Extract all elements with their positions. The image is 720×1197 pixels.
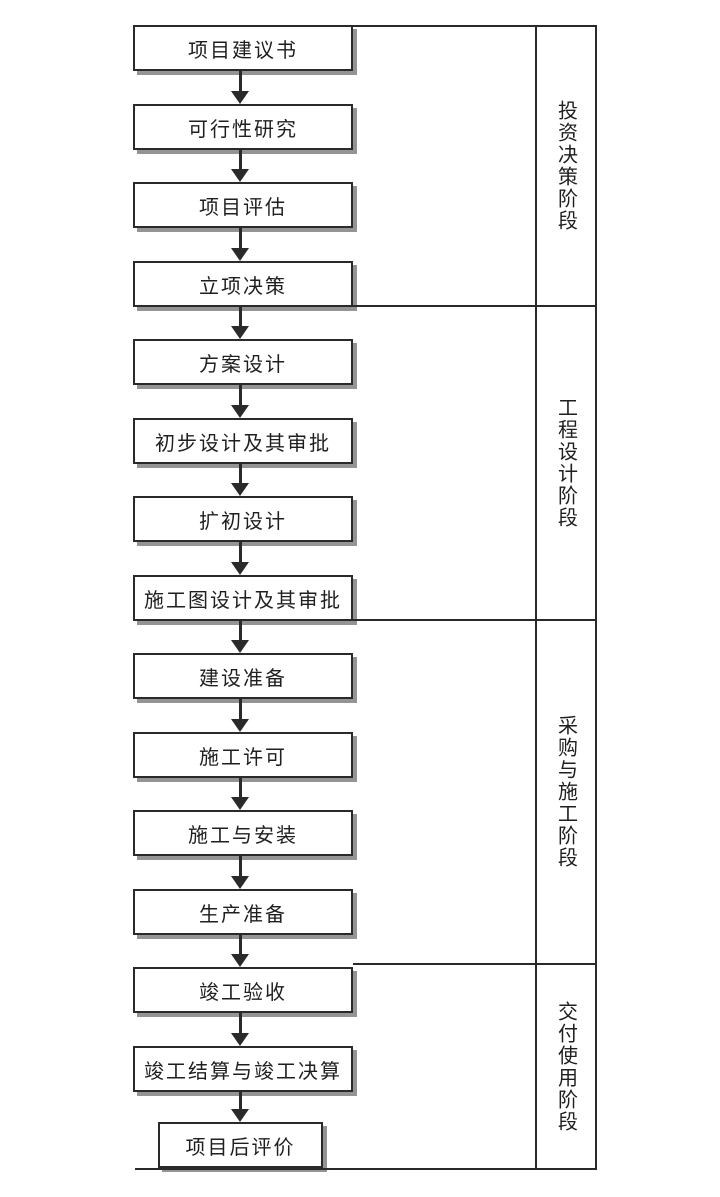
arrow-shaft <box>238 935 242 957</box>
phase-label: 工程设计阶段 <box>554 397 577 529</box>
flow-step-construction-permit: 施工许可 <box>133 732 353 778</box>
down-arrow-icon <box>231 856 249 889</box>
down-arrow-icon <box>231 150 249 182</box>
flow-step-label: 项目建议书 <box>188 39 298 62</box>
flow-step-label: 立项决策 <box>199 275 287 298</box>
arrow-head <box>231 954 249 967</box>
flow-step-label: 扩初设计 <box>199 510 287 533</box>
flow-step-post-project-evaluation: 项目后评价 <box>158 1122 323 1168</box>
down-arrow-icon <box>231 542 249 575</box>
flow-step-label: 初步设计及其审批 <box>155 432 331 455</box>
flow-step-project-proposal: 项目建议书 <box>133 25 353 71</box>
down-arrow-icon <box>231 621 249 653</box>
phase-column: 投资决策阶段 工程设计阶段 采购与施工阶段 交付使用阶段 <box>535 25 597 1170</box>
down-arrow-icon <box>231 1013 249 1046</box>
flow-step-label: 竣工结算与竣工决算 <box>144 1060 342 1083</box>
phase-handover-use: 交付使用阶段 <box>537 965 595 1168</box>
section-divider-line <box>353 25 535 27</box>
arrow-head <box>231 1109 249 1122</box>
down-arrow-icon <box>231 778 249 810</box>
arrow-shaft <box>238 856 242 879</box>
arrow-shaft <box>238 464 242 486</box>
flow-step-expanded-preliminary-design: 扩初设计 <box>133 496 353 542</box>
flow-step-preliminary-design-approval: 初步设计及其审批 <box>133 418 353 464</box>
flow-step-scheme-design: 方案设计 <box>133 339 353 385</box>
flow-step-project-approval-decision: 立项决策 <box>133 261 353 307</box>
flow-step-construction-and-installation: 施工与安装 <box>133 810 353 856</box>
down-arrow-icon <box>231 1092 249 1122</box>
down-arrow-icon <box>231 71 249 104</box>
arrow-shaft <box>238 228 242 251</box>
arrow-shaft <box>238 699 242 722</box>
flow-step-label: 施工图设计及其审批 <box>144 589 342 612</box>
flow-step-construction-preparation: 建设准备 <box>133 653 353 699</box>
arrow-head <box>231 1033 249 1046</box>
section-divider-line <box>353 305 535 307</box>
down-arrow-icon <box>231 228 249 261</box>
arrow-shaft <box>238 307 242 329</box>
flow-step-completion-acceptance: 竣工验收 <box>133 967 353 1013</box>
down-arrow-icon <box>231 464 249 496</box>
arrow-head <box>231 91 249 104</box>
flow-step-label: 项目后评价 <box>185 1136 296 1159</box>
phase-label: 投资决策阶段 <box>554 100 577 232</box>
flow-step-label: 建设准备 <box>199 667 287 690</box>
flow-step-construction-drawing-approval: 施工图设计及其审批 <box>133 575 353 621</box>
section-divider-line <box>353 619 535 621</box>
flow-step-completion-settlement-final-account: 竣工结算与竣工决算 <box>133 1046 353 1092</box>
arrow-shaft <box>238 542 242 565</box>
phase-procurement-construction: 采购与施工阶段 <box>537 621 595 965</box>
flow-step-feasibility-study: 可行性研究 <box>133 104 353 150</box>
arrow-head <box>231 719 249 732</box>
phase-label: 交付使用阶段 <box>554 1000 577 1133</box>
arrow-head <box>231 797 249 810</box>
arrow-shaft <box>238 150 242 172</box>
phase-engineering-design: 工程设计阶段 <box>537 307 595 621</box>
phase-investment-decision: 投资决策阶段 <box>537 27 595 307</box>
arrow-head <box>231 876 249 889</box>
down-arrow-icon <box>231 935 249 967</box>
flow-step-production-preparation: 生产准备 <box>133 889 353 935</box>
down-arrow-icon <box>231 307 249 339</box>
section-divider-line <box>135 1168 535 1170</box>
arrow-head <box>231 640 249 653</box>
flow-step-label: 施工与安装 <box>188 824 298 847</box>
arrow-head <box>231 326 249 339</box>
arrow-head <box>231 483 249 496</box>
flow-step-label: 项目评估 <box>199 196 287 219</box>
phase-label: 采购与施工阶段 <box>554 715 577 869</box>
flow-step-label: 竣工验收 <box>199 981 287 1004</box>
arrow-head <box>231 169 249 182</box>
flow-step-label: 可行性研究 <box>188 118 298 141</box>
arrow-shaft <box>238 385 242 408</box>
arrow-shaft <box>238 71 242 94</box>
section-divider-line <box>353 963 535 965</box>
arrow-head <box>231 248 249 261</box>
flow-step-label: 生产准备 <box>199 903 287 926</box>
arrow-head <box>231 562 249 575</box>
flow-step-label: 方案设计 <box>199 353 287 376</box>
arrow-shaft <box>238 621 242 643</box>
flow-step-project-evaluation: 项目评估 <box>133 182 353 228</box>
arrow-shaft <box>238 778 242 800</box>
arrow-shaft <box>238 1013 242 1036</box>
arrow-shaft <box>238 1092 242 1112</box>
arrow-head <box>231 405 249 418</box>
down-arrow-icon <box>231 699 249 732</box>
down-arrow-icon <box>231 385 249 418</box>
flow-step-label: 施工许可 <box>199 746 287 769</box>
